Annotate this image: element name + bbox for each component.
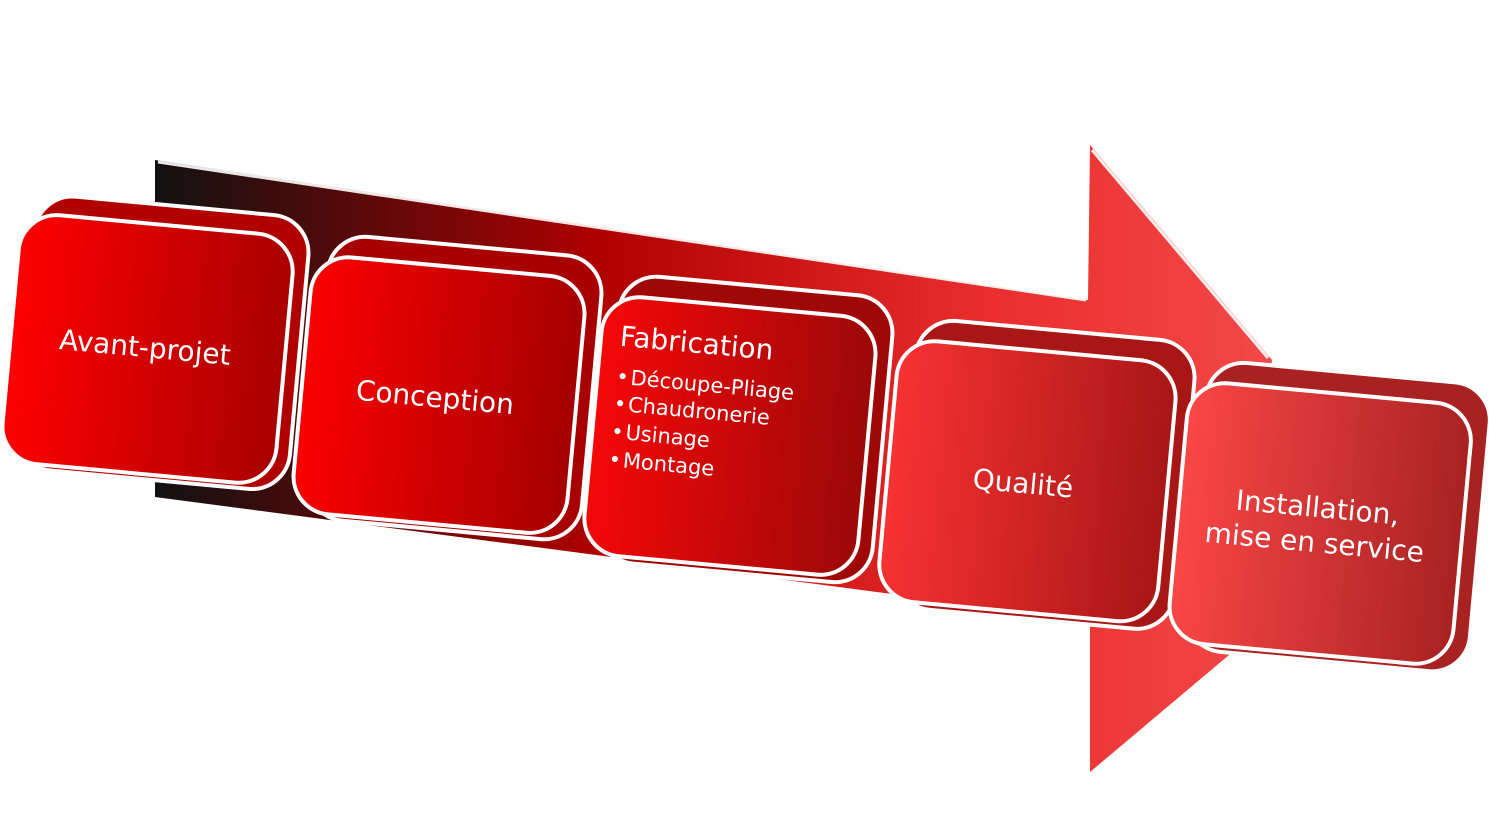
step-box-qualite: [877, 318, 1197, 631]
fabrication-list: Découpe-Pliage Chaudronerie Usinage Mont…: [607, 363, 846, 495]
step-box-installation: [1167, 360, 1492, 674]
arrow-edge-line: [157, 160, 1087, 302]
arrow-head-edge-line: [1090, 149, 1270, 359]
step-content-fabrication: Fabrication Découpe-Pliage Chaudronerie …: [607, 320, 850, 495]
step-box-conception: [291, 234, 604, 542]
step-box-avant-projet: [0, 194, 311, 492]
